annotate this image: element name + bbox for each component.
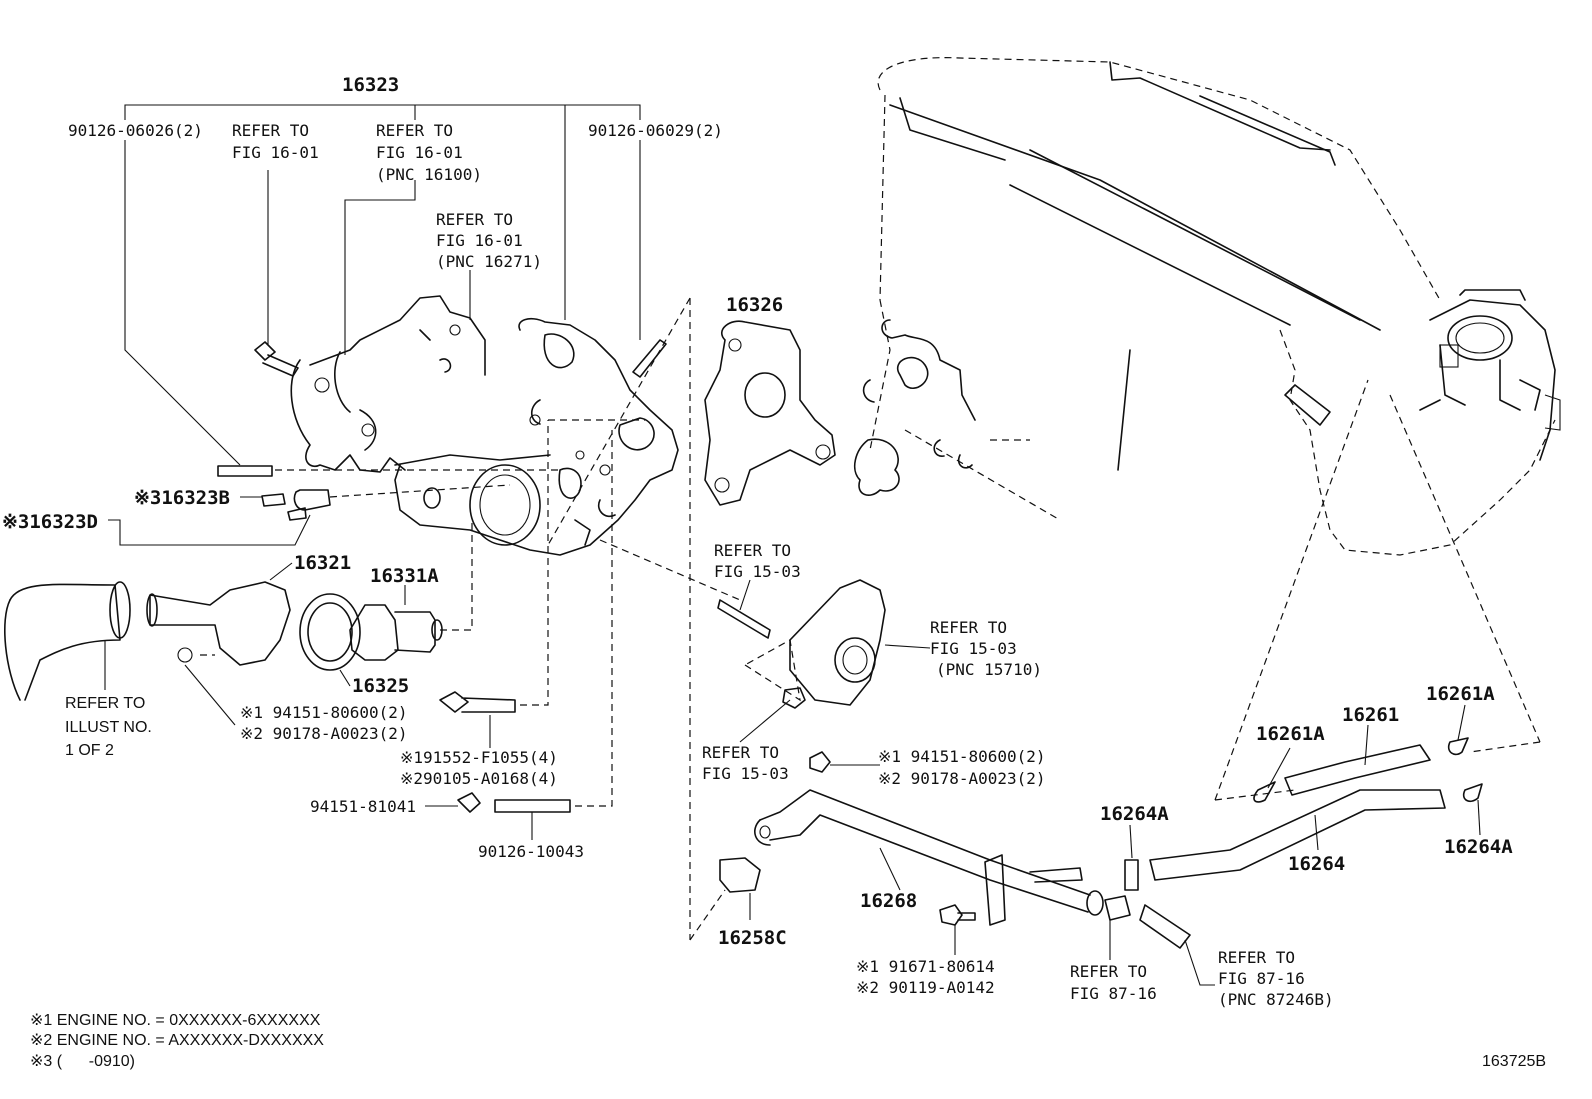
label-16264A-right: 16264A [1444, 836, 1513, 858]
footnote-engine-1: ※1 ENGINE NO. = 0XXXXXX-6XXXXXX [30, 1012, 321, 1029]
label-ref-c-line3: (PNC 16271) [436, 252, 542, 271]
label-nut-a-2: ※2 90178-A0023(2) [240, 724, 408, 743]
label-16326: 16326 [726, 294, 783, 316]
footnote-engine-2: ※2 ENGINE NO. = AXXXXXX-DXXXXXX [30, 1032, 324, 1049]
water-pump-drawing [4, 295, 679, 813]
label-ref-e-line2: FIG 15-03 [930, 639, 1017, 658]
label-ref-b-line1: REFER TO [376, 121, 453, 140]
label-ref-a-line2: FIG 16-01 [232, 143, 319, 162]
gasket-16326-drawing [704, 320, 836, 506]
label-illust-line3: 1 OF 2 [65, 742, 114, 759]
label-ref-d-line1: REFER TO [714, 541, 791, 560]
label-ref-g-line2: FIG 87-16 [1070, 984, 1157, 1003]
label-16268: 16268 [860, 890, 917, 912]
label-ref-b-line2: FIG 16-01 [376, 143, 463, 162]
label-16323D: ※316323D [2, 511, 98, 533]
label-16261A-right: 16261A [1426, 683, 1495, 705]
label-ref-a-line1: REFER TO [232, 121, 309, 140]
label-ref-h-line3: (PNC 87246B) [1218, 990, 1334, 1009]
label-16264A-left: 16264A [1100, 803, 1169, 825]
label-16325: 16325 [352, 675, 409, 697]
label-bolt-e-2: ※2 90119-A0142 [856, 978, 995, 997]
label-ref-f-line1: REFER TO [702, 743, 779, 762]
label-16264: 16264 [1288, 853, 1345, 875]
label-16323B: ※316323B [134, 487, 230, 509]
label-ref-g-line1: REFER TO [1070, 962, 1147, 981]
label-16261: 16261 [1342, 704, 1399, 726]
label-90126-10043: 90126-10043 [478, 842, 584, 861]
label-ref-d-line2: FIG 15-03 [714, 562, 801, 581]
label-ref-h-line2: FIG 87-16 [1218, 969, 1305, 988]
hoses-drawing [1124, 737, 1483, 949]
label-illust-line2: ILLUST NO. [65, 719, 152, 736]
label-ref-c-line1: REFER TO [436, 210, 513, 229]
label-nut-a-1: ※1 94151-80600(2) [240, 703, 408, 722]
label-90126-06029: 90126-06029(2) [588, 121, 723, 140]
footnote-engine-3: ※3 ( -0910) [30, 1053, 135, 1070]
label-16323: 16323 [342, 74, 399, 96]
pipe-16268-drawing [719, 789, 1131, 926]
engine-block-drawing [853, 57, 1561, 556]
label-16258C: 16258C [718, 927, 787, 949]
label-ref-c-line2: FIG 16-01 [436, 231, 523, 250]
label-ref-h-line1: REFER TO [1218, 948, 1295, 967]
label-16331A: 16331A [370, 565, 439, 587]
label-ref-b-line3: (PNC 16100) [376, 165, 482, 184]
label-90126-06026: 90126-06026(2) [68, 121, 203, 140]
label-bolt-b-2: ※290105-A0168(4) [400, 769, 558, 788]
label-16261A-left: 16261A [1256, 723, 1325, 745]
label-ref-f-line2: FIG 15-03 [702, 764, 789, 783]
label-ref-e-line1: REFER TO [930, 618, 1007, 637]
label-nut-d-2: ※2 90178-A0023(2) [878, 769, 1046, 788]
label-ref-e-line3: (PNC 15710) [936, 660, 1042, 679]
label-bolt-e-1: ※1 91671-80614 [856, 957, 995, 976]
figure-id: 163725B [1482, 1053, 1546, 1070]
label-nut-d-1: ※1 94151-80600(2) [878, 747, 1046, 766]
label-bolt-b-1: ※191552-F1055(4) [400, 748, 558, 767]
label-16321: 16321 [294, 552, 351, 574]
alignment-lines [200, 297, 1541, 941]
leader-lines [104, 104, 1481, 986]
label-illust-line1: REFER TO [65, 695, 145, 712]
label-94151-81041: 94151-81041 [310, 797, 416, 816]
